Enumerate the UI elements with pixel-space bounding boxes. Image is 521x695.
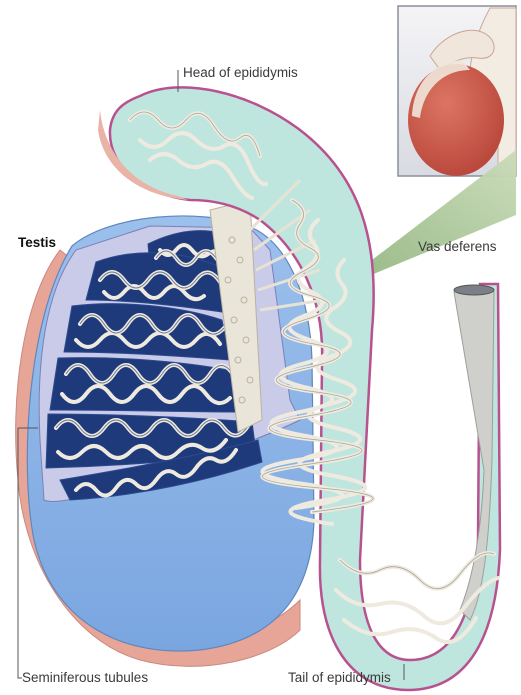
label-vas-deferens: Vas deferens xyxy=(418,240,497,254)
inset-box xyxy=(398,6,516,176)
label-testis: Testis xyxy=(18,236,56,250)
label-seminiferous-tubules: Seminiferous tubules xyxy=(22,671,148,685)
label-head-of-epididymis: Head of epididymis xyxy=(183,66,298,80)
label-tail-of-epididymis: Tail of epididymis xyxy=(288,671,391,685)
inset-testis xyxy=(408,64,504,176)
